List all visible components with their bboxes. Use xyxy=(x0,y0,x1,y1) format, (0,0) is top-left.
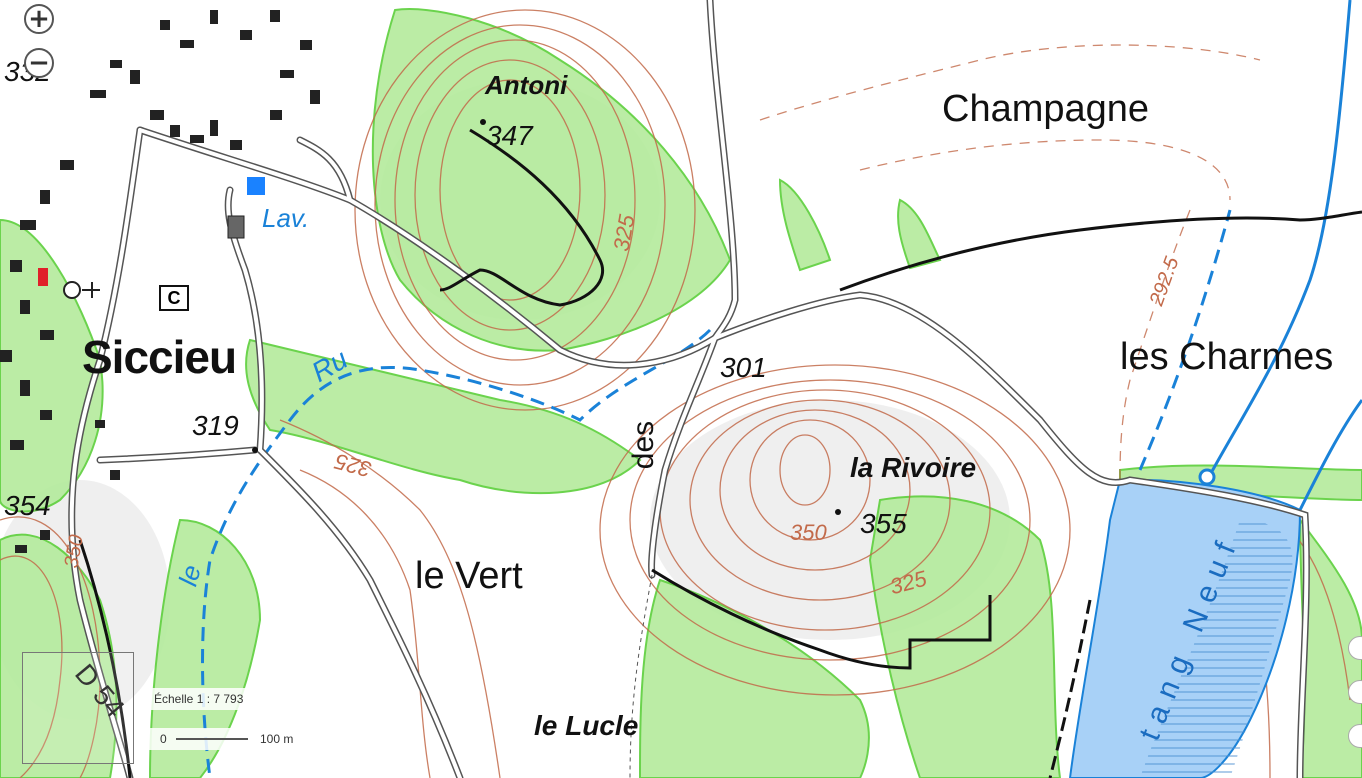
elevation-355: 355 xyxy=(860,508,907,539)
scale-distance-label: 100 m xyxy=(260,732,294,746)
spot-319 xyxy=(252,447,258,453)
roads xyxy=(68,0,1310,778)
place-label-la-rivoire: la Rivoire xyxy=(850,452,977,483)
place-label-le-vert: le Vert xyxy=(415,555,523,597)
place-label-siccieu: Siccieu xyxy=(82,331,237,383)
elevation-347: 347 xyxy=(486,120,533,151)
road-label-des: des xyxy=(627,420,661,470)
scale-line xyxy=(176,738,248,740)
elevation-319: 319 xyxy=(192,410,239,441)
zoom-out-button[interactable]: − xyxy=(24,48,54,78)
buildings xyxy=(0,10,320,553)
scale-zero-label: 0 xyxy=(160,732,167,746)
lavoir-water-square xyxy=(247,177,265,195)
lavoir-building xyxy=(227,215,245,239)
marsh-area xyxy=(1140,520,1293,778)
building-red xyxy=(38,268,48,286)
stream-source xyxy=(1198,468,1216,486)
lavoir-label: Lav. xyxy=(262,203,310,233)
contour-lines xyxy=(0,9,1351,778)
place-label-antoni: Antoni xyxy=(485,70,568,100)
place-label-champagne: Champagne xyxy=(942,88,1150,130)
place-label-les-charmes: les Charmes xyxy=(1120,336,1334,378)
scale-panel: Échelle 1 : 7 793 0 100 m xyxy=(148,688,308,764)
elevation-301: 301 xyxy=(720,352,767,383)
contour-lines-dashed xyxy=(759,44,1261,481)
intermittent-streams xyxy=(201,209,1232,778)
elevation-354: 354 xyxy=(4,490,51,521)
tracks xyxy=(78,128,1362,778)
boundary-dashed xyxy=(1048,599,1092,778)
spot-347 xyxy=(480,119,486,125)
contour-label-350a: 350 xyxy=(790,520,827,545)
scale-bar: 0 100 m xyxy=(148,728,308,750)
scale-ratio: Échelle 1 : 7 793 xyxy=(148,688,250,710)
place-label-le-lucle: le Lucle xyxy=(534,710,639,741)
poi-c-symbol: C xyxy=(159,285,189,311)
church-symbol xyxy=(63,281,81,299)
overview-map[interactable] xyxy=(22,652,134,764)
forest-areas xyxy=(0,8,1362,778)
zoom-in-button[interactable]: + xyxy=(24,4,54,34)
spot-355 xyxy=(835,509,841,515)
streams xyxy=(1208,0,1362,511)
